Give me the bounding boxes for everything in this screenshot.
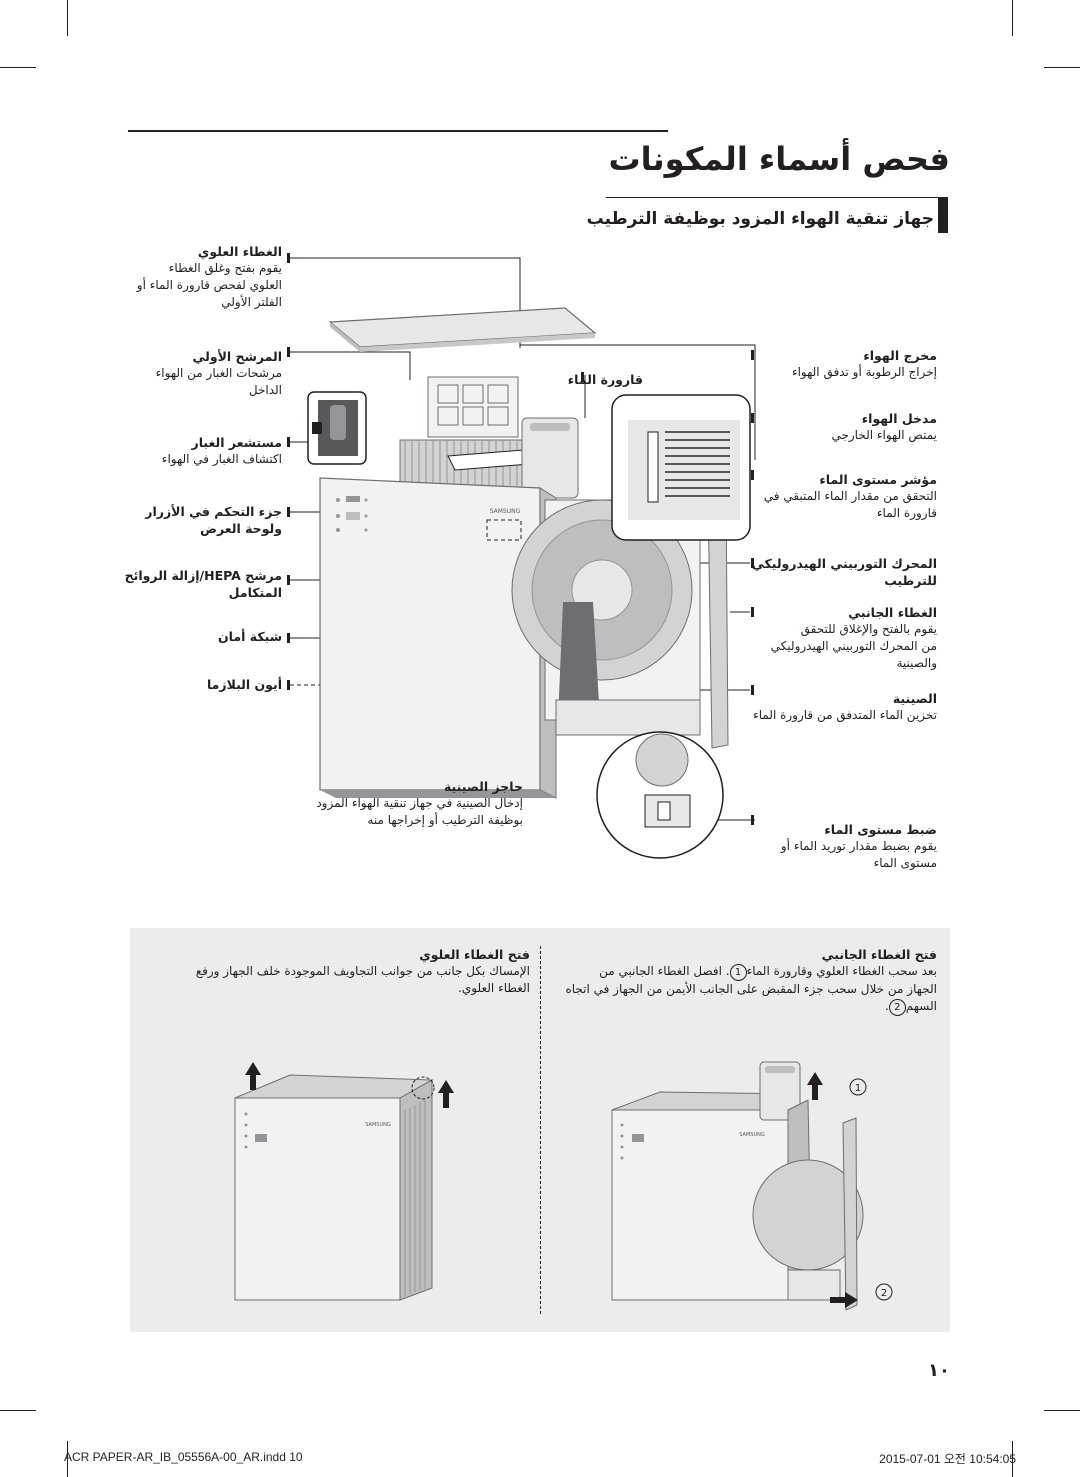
label-hydro-turbine: المحرك التوربيني الهيدروليكي للترطيب: [751, 556, 937, 588]
purifier-diagram: SAMSUNG: [287, 253, 756, 859]
label-hepa-filter: مرشح HEPA/إزالة الروائح المتكامل: [124, 568, 282, 600]
crop-mark: [1012, 1441, 1013, 1477]
label-air-outlet: مخرج الهواء إخراج الرطوبة أو تدفق الهواء: [791, 348, 937, 379]
label-plasma-ion: أيون البلازما: [206, 677, 282, 692]
label-water-level-indicator: مؤشر مستوى الماء التحقق من مقدار الماء ا…: [763, 472, 937, 520]
label-safety-grille: شبكة أمان: [218, 629, 282, 644]
panel-divider: [540, 946, 541, 1314]
title-rule: [128, 130, 668, 132]
label-tray: الصينية تخزين الماء المتدفق من قارورة ال…: [753, 691, 937, 722]
label-tray-guard: حاجز الصينية إدخال الصينية في جهاز تنقية…: [316, 779, 523, 827]
svg-text:2: 2: [881, 1288, 887, 1299]
section-rule: [606, 197, 946, 198]
crop-mark: [0, 1410, 36, 1411]
crop-mark: [1044, 1410, 1080, 1411]
label-pre-filter: المرشح الأولي مرشحات الغبار من الهواء ال…: [155, 349, 282, 397]
section-marker: [938, 197, 948, 233]
footer-filename: ACR PAPER-AR_IB_05556A-00_AR.indd 10: [64, 1450, 303, 1464]
step-1-marker: 1: [729, 964, 747, 981]
arrow-up-icon: [245, 1062, 261, 1090]
open-side-cover-text: فتح الغطاء الجانبي بعد سحب الغطاء العلوي…: [547, 946, 937, 1016]
footer-timestamp: 2015-07-01 오전 10:54:05: [879, 1452, 1016, 1466]
arrow-up-icon: [438, 1080, 454, 1108]
crop-mark: [67, 0, 68, 36]
label-control-panel: جزء التحكم في الأزرار ولوحة العرض: [145, 504, 282, 536]
label-dust-sensor: مستشعر الغبار اكتشاف الغبار في الهواء: [161, 435, 282, 466]
step-2-marker: 2: [888, 999, 906, 1016]
section-title: جهاز تنقية الهواء المزود بوظيفة الترطيب: [586, 209, 934, 229]
crop-mark: [1012, 0, 1013, 36]
crop-mark: [67, 1441, 68, 1477]
page-title: فحص أسماء المكونات: [608, 140, 950, 178]
label-side-cover: الغطاء الجانبي يقوم بالفتح والإغلاق للتح…: [770, 605, 937, 670]
page-number: ١٠: [928, 1360, 950, 1381]
svg-text:1: 1: [855, 1083, 861, 1094]
arrow-up-icon: [807, 1072, 823, 1100]
label-air-inlet: مدخل الهواء يمتص الهواء الخارجي: [831, 411, 937, 442]
label-water-bottle: قارورة الماء: [567, 372, 643, 387]
brand-logo: SAMSUNG: [490, 508, 521, 515]
arrow-right-icon: [830, 1292, 858, 1308]
crop-mark: [1044, 67, 1080, 68]
svg-text:SAMSUNG: SAMSUNG: [365, 1122, 391, 1128]
open-top-cover-text: فتح الغطاء العلوي الإمساك بكل جانب من جو…: [195, 947, 530, 995]
label-water-level-adjust: ضبط مستوى الماء يقوم بضبط مقدار توريد ال…: [780, 822, 937, 870]
label-top-cover: الغطاء العلوي يقوم بفتح وغلق الغطاء العل…: [136, 244, 282, 309]
svg-text:SAMSUNG: SAMSUNG: [739, 1132, 765, 1138]
crop-mark: [0, 67, 36, 68]
